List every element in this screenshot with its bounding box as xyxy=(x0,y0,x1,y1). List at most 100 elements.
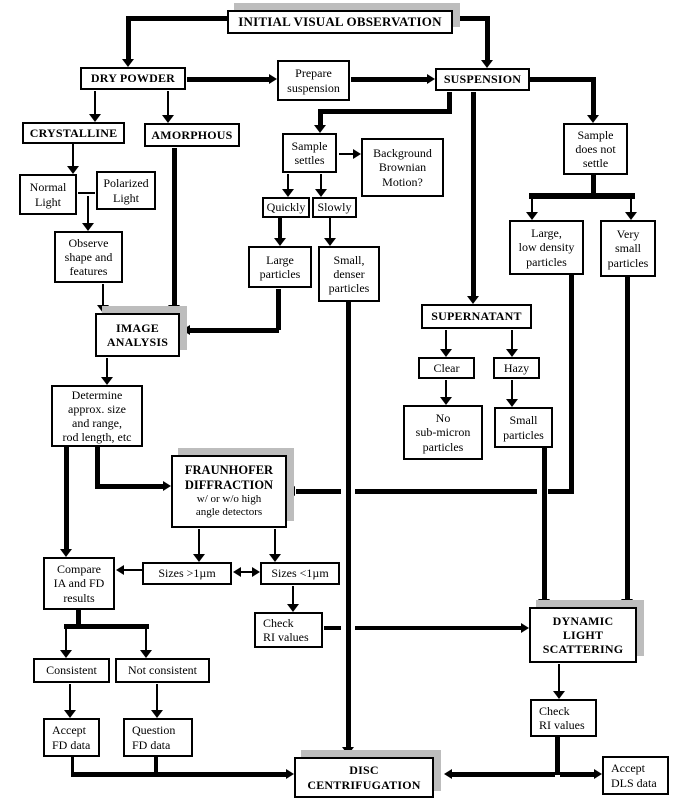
arrowhead-down xyxy=(140,650,152,658)
connector-line xyxy=(445,380,447,397)
connector-line xyxy=(154,757,158,774)
arrowhead-down xyxy=(506,349,518,357)
connector-line xyxy=(71,757,74,774)
connector-line xyxy=(355,489,537,494)
node-normal-light: Normal Light xyxy=(19,174,77,215)
connector-line xyxy=(64,624,149,629)
node-clear: Clear xyxy=(418,357,475,379)
connector-line xyxy=(71,772,286,777)
connector-line xyxy=(569,275,574,492)
arrowhead-down xyxy=(82,223,94,231)
arrowhead-down xyxy=(64,710,76,718)
node-disc-centrifugation: DISC CENTRIFUGATION xyxy=(294,757,434,798)
connector-line xyxy=(591,77,596,115)
node-small-denser-particles: Small, denser particles xyxy=(318,246,380,302)
arrowhead-down xyxy=(440,349,452,357)
node-check-ri-values-fd: Check RI values xyxy=(254,612,323,648)
connector-line xyxy=(274,529,276,554)
connector-line xyxy=(530,77,595,82)
arrowhead-down xyxy=(60,549,72,557)
arrowhead-down xyxy=(526,212,538,220)
connector-line xyxy=(625,277,630,599)
connector-line xyxy=(76,610,81,625)
arrowhead-left xyxy=(116,565,124,575)
arrowhead-down xyxy=(101,377,113,385)
connector-line xyxy=(241,571,252,573)
arrowhead-down xyxy=(97,305,109,313)
node-dynamic-light-scattering: DYNAMIC LIGHT SCATTERING xyxy=(529,607,637,663)
node-hazy: Hazy xyxy=(493,357,540,379)
arrowhead-right xyxy=(594,769,602,779)
connector-line xyxy=(630,199,632,212)
connector-line xyxy=(339,153,353,155)
fraunhofer-subtitle: w/ or w/o high angle detectors xyxy=(195,492,263,519)
connector-line xyxy=(102,284,104,305)
node-sizes-lt-1um: Sizes <1µm xyxy=(260,562,340,585)
node-supernatant: SUPERNATANT xyxy=(421,304,532,329)
node-polarized-light: Polarized Light xyxy=(96,171,156,210)
connector-line xyxy=(87,196,89,223)
arrowhead-down xyxy=(274,238,286,246)
arrowhead-right xyxy=(286,769,294,779)
connector-line xyxy=(511,330,513,349)
connector-line xyxy=(324,626,341,630)
arrowhead-down xyxy=(282,189,294,197)
connector-line xyxy=(485,16,490,60)
arrowhead-down xyxy=(467,296,479,304)
arrowhead-down xyxy=(314,125,326,133)
connector-line xyxy=(198,529,200,554)
node-slowly: Slowly xyxy=(312,197,357,218)
node-sizes-gt-1um: Sizes >1µm xyxy=(142,562,232,585)
connector-line xyxy=(106,358,108,377)
connector-line xyxy=(292,586,294,604)
connector-line xyxy=(560,772,594,777)
arrowhead-down xyxy=(89,114,101,122)
connector-line xyxy=(167,91,169,115)
node-very-small-particles: Very small particles xyxy=(600,220,656,277)
node-large-low-density-particles: Large, low density particles xyxy=(509,220,584,275)
node-background-brownian: Background Brownian Motion? xyxy=(361,138,444,197)
node-determine-size: Determine approx. size and range, rod le… xyxy=(51,385,143,447)
connector-line xyxy=(65,629,67,650)
node-small-particles: Small particles xyxy=(494,407,553,448)
node-sample-settles: Sample settles xyxy=(282,133,337,173)
connector-line xyxy=(126,16,131,59)
connector-line xyxy=(72,144,74,166)
arrowhead-down xyxy=(122,59,134,67)
fraunhofer-title: FRAUNHOFER DIFFRACTION xyxy=(184,463,274,492)
arrowhead-left xyxy=(233,567,241,577)
arrowhead-right xyxy=(252,567,260,577)
arrowhead-down xyxy=(587,115,599,123)
node-fraunhofer-diffraction: FRAUNHOFER DIFFRACTION w/ or w/o high an… xyxy=(171,455,287,528)
arrowhead-down xyxy=(625,212,637,220)
connector-line xyxy=(145,629,147,650)
connector-line xyxy=(346,302,351,747)
connector-line xyxy=(355,626,521,630)
connector-line xyxy=(511,380,513,399)
connector-line xyxy=(529,193,635,199)
connector-line xyxy=(447,92,452,111)
connector-line xyxy=(318,109,452,114)
node-not-consistent: Not consistent xyxy=(115,658,210,683)
arrowhead-left xyxy=(182,325,190,335)
node-check-ri-values-dls: Check RI values xyxy=(530,699,597,737)
arrowhead-right xyxy=(521,623,529,633)
arrowhead-down xyxy=(342,747,354,755)
arrowhead-right xyxy=(427,74,435,84)
node-no-submicron-particles: No sub-micron particles xyxy=(403,405,483,460)
connector-line xyxy=(453,16,490,21)
node-dry-powder: DRY POWDER xyxy=(80,67,186,90)
connector-line xyxy=(124,569,142,571)
node-initial-visual-observation: INITIAL VISUAL OBSERVATION xyxy=(227,10,453,34)
arrowhead-down xyxy=(287,604,299,612)
arrowhead-down xyxy=(162,115,174,123)
connector-line xyxy=(278,218,282,238)
connector-line xyxy=(531,199,533,212)
connector-line xyxy=(78,192,95,194)
connector-line xyxy=(156,684,158,710)
connector-line xyxy=(287,174,289,189)
connector-line xyxy=(190,328,279,333)
arrowhead-down xyxy=(324,238,336,246)
arrowhead-down xyxy=(553,691,565,699)
